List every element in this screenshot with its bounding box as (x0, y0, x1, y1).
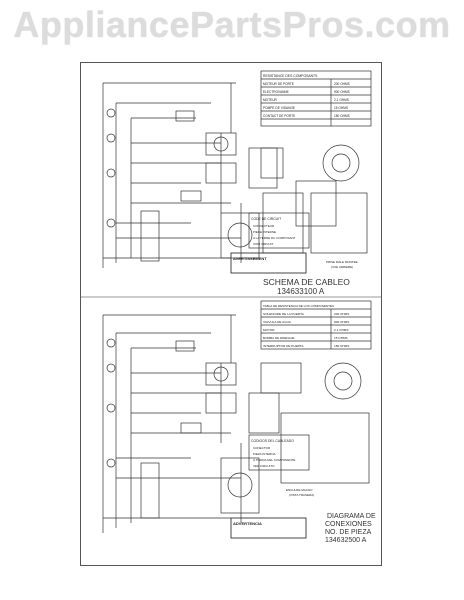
top-resistance-0: 200 OHMS (334, 82, 350, 86)
watermark-logo: AppliancePartsPros.com (13, 4, 451, 45)
schematic-drawing: RESISTANCE DES COMPOSANTS MOTEUR DE PORT… (81, 70, 381, 544)
bottom-title-line1: DIAGRAMA DE (327, 513, 376, 520)
top-legend-2: A LA TERRE DU COMPOSANT (253, 236, 296, 240)
bottom-warning-header: ADVERTENCIA (233, 521, 262, 526)
top-resistance-2: 2.1 OHMS (334, 98, 349, 102)
bottom-legend-header: CODIGOS DEL CABLEADO (251, 439, 294, 443)
bottom-note-0: ENCHUFE MACHO (286, 488, 313, 492)
bottom-resistance-0: 200 OHMS (334, 312, 349, 316)
top-component-4: CONTACT DE PORTE (263, 114, 295, 118)
bottom-legend-1: PIEZA INTERNA (253, 452, 276, 456)
bottom-note-1: (VISTA TRASERA) (289, 493, 314, 497)
top-note-0: PRISE MALE MONTEE (326, 260, 358, 264)
bottom-title-line2: CONEXIONES (325, 521, 372, 528)
top-note-1: (VUE ARRIERE) (331, 265, 353, 269)
top-resistance-3: 15 OHMS (334, 106, 348, 110)
bottom-part-number: 134632500 A (325, 537, 367, 544)
wiring-diagram-sheet: RESISTANCE DES COMPOSANTS MOTEUR DE PORT… (80, 62, 382, 566)
top-legend-0: CONNECTEUR (253, 224, 275, 228)
top-title: SCHEMA DE CABLEO (263, 277, 350, 287)
top-part-number: 134633100 A (277, 287, 325, 296)
top-component-2: MOTEUR (263, 98, 278, 102)
bottom-resistance-4: 180 OHMS (334, 344, 349, 348)
top-component-1: ELECTROVANNE (263, 90, 289, 94)
top-table-header: RESISTANCE DES COMPOSANTS (263, 74, 318, 78)
bottom-legend-0: CONECTOR (253, 446, 271, 450)
top-legend-3: VOIR CIRCUIT (253, 242, 274, 246)
bottom-legend-2: A TIERRA DEL COMPONENTE (253, 458, 295, 462)
bottom-title-line3: NO. DE PIEZA (325, 529, 372, 536)
bottom-component-2: MOTOR (263, 328, 275, 332)
bottom-resistance-1: 900 OHMS (334, 320, 349, 324)
bottom-component-1: VALVULA DE AGUA (263, 320, 292, 324)
top-legend-header: CODE DE CIRCUIT (251, 217, 281, 221)
top-resistance-1: 900 OHMS (334, 90, 350, 94)
top-resistance-4: 180 OHMS (334, 114, 350, 118)
bottom-table-header: TABLA DE RESISTENCIA DE LOS COMPONENTES (263, 304, 334, 308)
top-legend-1: PIECE INTERNE (253, 230, 276, 234)
bottom-component-4: INTERRUPTOR DE PUERTA (263, 344, 305, 348)
bottom-resistance-2: 2.1 OHMS (334, 328, 348, 332)
bottom-legend-3: VER CIRCUITO (253, 464, 275, 468)
bottom-resistance-3: 15 OHMS (334, 336, 348, 340)
top-warning-header: AVERTISSEMENT (233, 256, 267, 261)
bottom-component-3: BOMBA DE DRENAJE (263, 336, 294, 340)
bottom-component-0: SOLENOIDE DE LA PUERTA (263, 312, 305, 316)
top-component-0: MOTEUR DE PORTE (263, 82, 294, 86)
top-component-3: POMPE DE VIDANGE (263, 106, 295, 110)
